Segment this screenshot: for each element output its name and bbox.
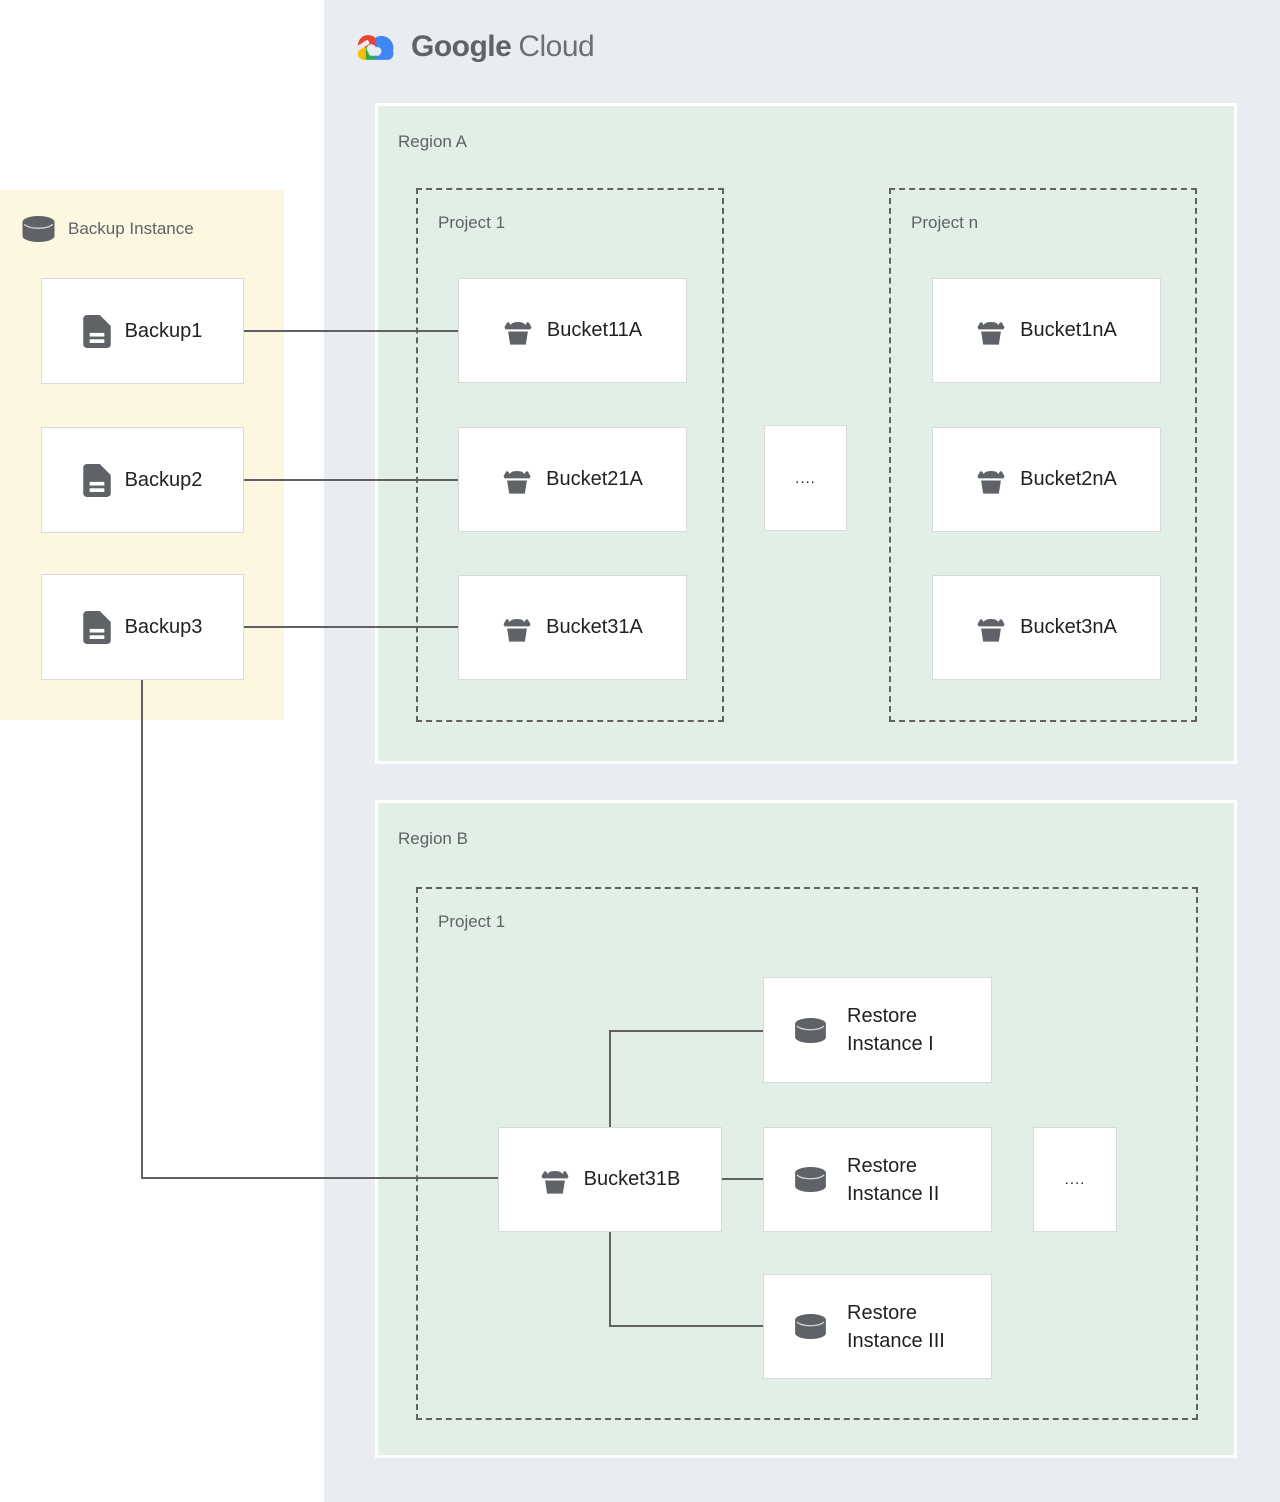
node-bucket31a: Bucket31A <box>458 575 687 680</box>
storage-bucket-icon <box>503 618 531 642</box>
storage-bucket-icon <box>977 470 1005 494</box>
region-b-ellipsis-box: .... <box>1033 1127 1117 1232</box>
region-b-project-1: Project 1 <box>416 887 1198 1420</box>
node-bucket31b: Bucket31B <box>498 1127 722 1232</box>
storage-bucket-icon <box>977 321 1005 345</box>
database-cylinder-icon <box>794 1017 827 1043</box>
database-cylinder-icon <box>21 216 56 242</box>
backup-instance-header: Backup Instance <box>20 216 194 242</box>
bucket11a-label: Bucket11A <box>546 319 643 341</box>
bucket21a-label: Bucket21A <box>546 468 643 490</box>
region-a-project-n: Project n <box>889 188 1197 722</box>
region-a-project-n-label: Project n <box>911 213 979 232</box>
storage-bucket-icon <box>503 470 531 494</box>
bucket2na-label: Bucket2nA <box>1020 468 1117 490</box>
connector-bucket31b-up <box>609 1030 611 1127</box>
restore-instance-2-label: Restore Instance II <box>847 1154 940 1205</box>
backup-file-icon <box>82 463 111 497</box>
bucket31a-label: Bucket31A <box>546 616 643 638</box>
database-cylinder-icon <box>794 1314 827 1339</box>
storage-bucket-icon <box>504 321 532 345</box>
bucket31b-label: Bucket31B <box>583 1168 681 1190</box>
node-bucket1na: Bucket1nA <box>932 278 1161 383</box>
backup-file-icon <box>82 610 111 644</box>
region-b-project-1-label: Project 1 <box>438 912 506 931</box>
region-b-label: Region B <box>398 829 468 848</box>
connector-bucket31b-down <box>609 1232 611 1327</box>
restore-instance-3-label: Restore Instance III <box>847 1301 945 1352</box>
bucket1na-label: Bucket1nA <box>1020 319 1117 341</box>
restore-instance-1-label: Restore Instance I <box>847 1005 934 1055</box>
backup3-label: Backup3 <box>124 615 203 638</box>
node-backup2: Backup2 <box>41 427 244 533</box>
region-b-ellipsis: .... <box>1064 1171 1086 1188</box>
bucket3na-label: Bucket3nA <box>1020 616 1117 638</box>
backup2-label: Backup2 <box>124 468 203 491</box>
node-backup1: Backup1 <box>41 278 244 384</box>
storage-bucket-icon <box>541 1170 569 1194</box>
node-restore-instance-3: Restore Instance III <box>763 1274 992 1379</box>
node-bucket21a: Bucket21A <box>458 427 687 532</box>
region-a-project-1-label: Project 1 <box>438 213 506 232</box>
node-bucket11a: Bucket11A <box>458 278 687 383</box>
connector-backup1-bucket11a <box>244 330 458 332</box>
region-a-ellipsis: .... <box>795 469 816 487</box>
storage-bucket-icon <box>977 618 1005 642</box>
node-backup3: Backup3 <box>41 574 244 680</box>
backup-instance-title: Backup Instance <box>68 219 194 238</box>
node-restore-instance-1: Restore Instance I <box>763 977 992 1083</box>
backup-file-icon <box>82 314 111 348</box>
node-restore-instance-2: Restore Instance II <box>763 1127 992 1232</box>
google-cloud-logo-icon <box>352 28 398 65</box>
connector-backup3-down <box>141 680 143 1179</box>
logo-brand-text: Google <box>411 29 512 63</box>
connector-bucket31b-restore3 <box>609 1325 763 1327</box>
region-a-label: Region A <box>398 132 467 151</box>
region-a-ellipsis-box: .... <box>764 425 847 531</box>
node-bucket3na: Bucket3nA <box>932 575 1161 680</box>
connector-backup3-bucket31b <box>141 1177 498 1179</box>
connector-backup2-bucket21a <box>244 479 458 481</box>
logo-product-text: Cloud <box>518 29 595 63</box>
connector-bucket31b-restore2 <box>722 1178 763 1180</box>
node-bucket2na: Bucket2nA <box>932 427 1161 532</box>
database-cylinder-icon <box>794 1167 827 1192</box>
connector-bucket31b-restore1 <box>609 1030 763 1032</box>
region-a-project-1: Project 1 <box>416 188 724 722</box>
connector-backup3-bucket31a <box>244 626 458 628</box>
backup1-label: Backup1 <box>124 319 203 342</box>
